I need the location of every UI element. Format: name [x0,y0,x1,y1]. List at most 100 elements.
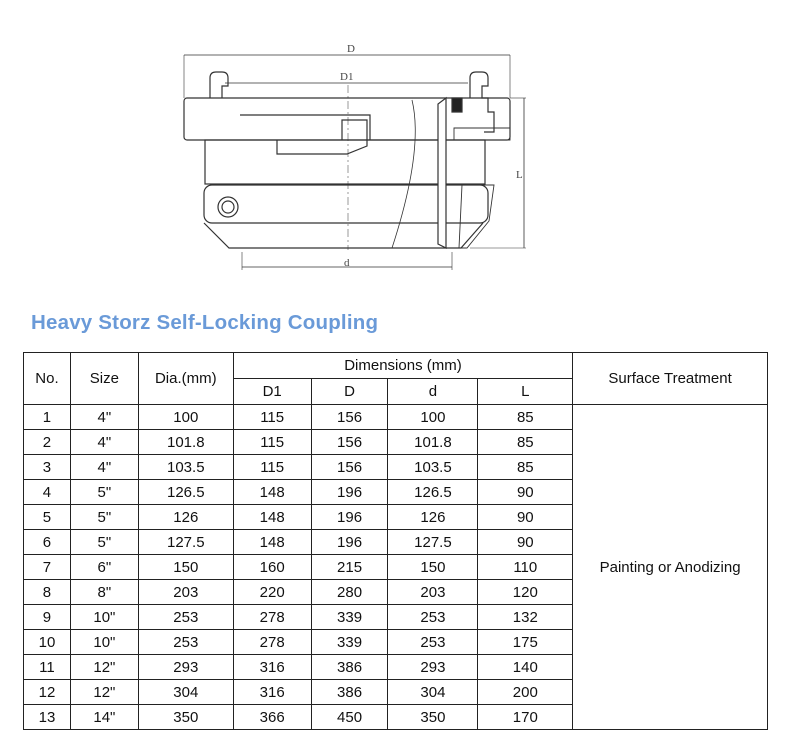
cell-no: 5 [23,504,71,530]
cell-d: 101.8 [387,429,479,455]
cell-L: 200 [477,679,574,705]
page-title: Heavy Storz Self-Locking Coupling [31,311,379,334]
cell-L: 90 [477,504,574,530]
cell-D: 156 [310,404,389,430]
cell-surface-treatment: Painting or Anodizing [572,404,768,730]
cell-D: 386 [310,654,389,680]
cell-d1: 278 [232,629,312,655]
cell-d1: 220 [232,579,312,605]
cell-dia: 126.5 [137,479,234,505]
cell-dia: 203 [137,579,234,605]
cell-d: 253 [387,604,479,630]
cell-d1: 366 [232,704,312,730]
cell-L: 132 [477,604,574,630]
dim-label-L: L [516,169,523,181]
cell-d: 150 [387,554,479,580]
specifications-table: No. Size Dia.(mm) Dimensions (mm) Surfac… [23,352,768,730]
cell-no: 9 [23,604,71,630]
cell-dia: 100 [137,404,234,430]
cell-no: 10 [23,629,71,655]
cell-no: 7 [23,554,71,580]
cell-dia: 253 [137,629,234,655]
cell-L: 120 [477,579,574,605]
cell-d: 126.5 [387,479,479,505]
header-size: Size [69,352,139,405]
coupling-technical-drawing: D D1 L d [183,43,526,270]
cell-dia: 150 [137,554,234,580]
cell-no: 13 [23,704,71,730]
cell-size: 4" [69,454,139,480]
cell-L: 85 [477,429,574,455]
cell-size: 4" [69,429,139,455]
header-d: d [387,378,479,405]
cell-d: 100 [387,404,479,430]
cell-no: 1 [23,404,71,430]
cell-no: 2 [23,429,71,455]
cell-D: 215 [310,554,389,580]
cell-no: 6 [23,529,71,555]
cell-d: 127.5 [387,529,479,555]
dim-label-d: d [344,257,350,269]
cell-d1: 160 [232,554,312,580]
cell-L: 175 [477,629,574,655]
cell-size: 5" [69,504,139,530]
cell-dia: 101.8 [137,429,234,455]
cell-d1: 316 [232,679,312,705]
header-D: D [310,378,389,405]
cell-L: 85 [477,404,574,430]
cell-L: 85 [477,454,574,480]
cell-d: 350 [387,704,479,730]
cell-size: 12" [69,679,139,705]
cell-d1: 316 [232,654,312,680]
cell-size: 8" [69,579,139,605]
cell-no: 3 [23,454,71,480]
cell-d: 103.5 [387,454,479,480]
cell-size: 4" [69,404,139,430]
cell-size: 5" [69,479,139,505]
cell-d: 293 [387,654,479,680]
cell-no: 4 [23,479,71,505]
header-no: No. [23,352,71,405]
cell-dia: 350 [137,704,234,730]
cell-L: 90 [477,479,574,505]
cell-D: 386 [310,679,389,705]
cell-D: 196 [310,529,389,555]
cell-d1: 115 [232,429,312,455]
header-L: L [477,378,574,405]
header-surface-treatment: Surface Treatment [572,352,768,405]
cell-dia: 253 [137,604,234,630]
cell-L: 90 [477,529,574,555]
cell-no: 8 [23,579,71,605]
header-d1: D1 [232,378,312,405]
cell-no: 12 [23,679,71,705]
cell-dia: 293 [137,654,234,680]
cell-d1: 148 [232,529,312,555]
cell-d1: 148 [232,504,312,530]
cell-dia: 126 [137,504,234,530]
cell-D: 196 [310,479,389,505]
cell-dia: 304 [137,679,234,705]
cell-L: 140 [477,654,574,680]
cell-d1: 278 [232,604,312,630]
cell-size: 14" [69,704,139,730]
cell-d: 126 [387,504,479,530]
cell-d: 203 [387,579,479,605]
cell-L: 170 [477,704,574,730]
cell-size: 5" [69,529,139,555]
cell-D: 339 [310,629,389,655]
cell-size: 6" [69,554,139,580]
cell-d1: 115 [232,404,312,430]
cell-D: 339 [310,604,389,630]
cell-L: 110 [477,554,574,580]
dim-label-D1: D1 [340,71,353,83]
cell-size: 10" [69,604,139,630]
cell-no: 11 [23,654,71,680]
